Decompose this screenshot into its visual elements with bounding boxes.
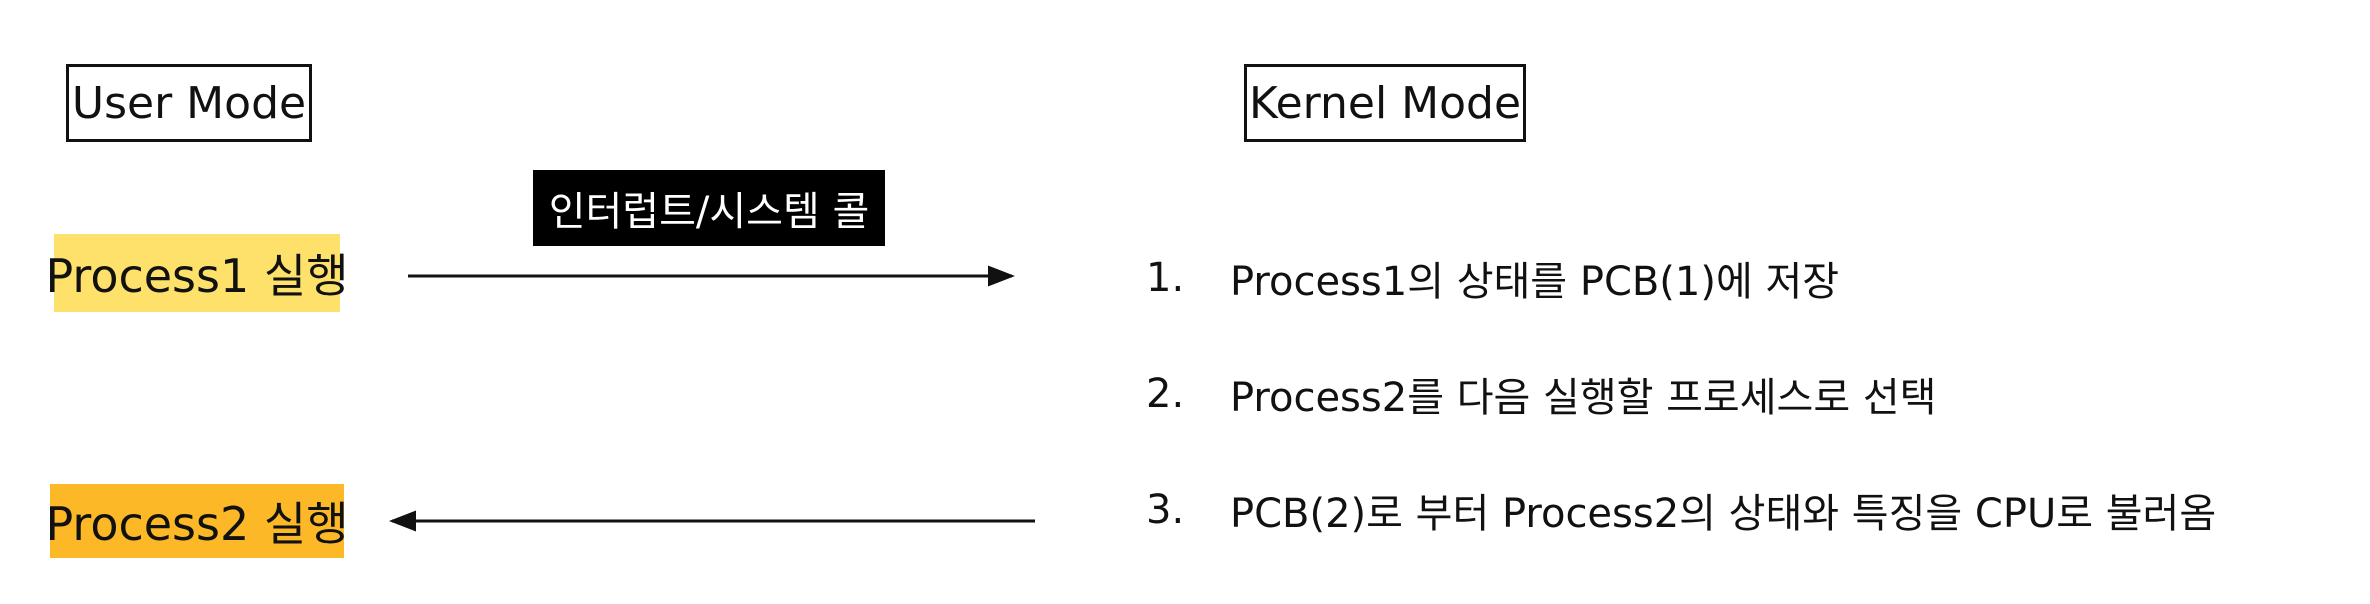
process1-label-text: Process1 실행: [45, 249, 349, 303]
process2-label-text: Process2 실행: [45, 497, 349, 551]
kernel-mode-box: Kernel Mode: [1244, 64, 1526, 142]
process1-running-label: Process1 실행: [45, 234, 349, 312]
step-2-number: 2.: [1146, 371, 1185, 417]
interrupt-system-call-label: 인터럽트/시스템 콜: [533, 170, 885, 246]
user-mode-label: User Mode: [71, 77, 307, 129]
step-1-text: Process1의 상태를 PCB(1)에 저장: [1230, 259, 1840, 305]
user-mode-box: User Mode: [66, 64, 312, 142]
step-3-number: 3.: [1146, 487, 1185, 533]
step-1-number: 1.: [1146, 255, 1185, 301]
step-2: 2. Process2를 다음 실행할 프로세스로 선택: [1146, 364, 1936, 424]
process2-running-label: Process2 실행: [45, 484, 349, 558]
step-2-text: Process2를 다음 실행할 프로세스로 선택: [1230, 375, 1937, 421]
kernel-mode-label: Kernel Mode: [1248, 77, 1522, 129]
step-1: 1. Process1의 상태를 PCB(1)에 저장: [1146, 248, 1839, 308]
step-3-text: PCB(2)로 부터 Process2의 상태와 특징을 CPU로 불러옴: [1230, 491, 2217, 537]
interrupt-label-text: 인터럽트/시스템 콜: [548, 189, 870, 235]
step-3: 3. PCB(2)로 부터 Process2의 상태와 특징을 CPU로 불러옴: [1146, 480, 2216, 540]
